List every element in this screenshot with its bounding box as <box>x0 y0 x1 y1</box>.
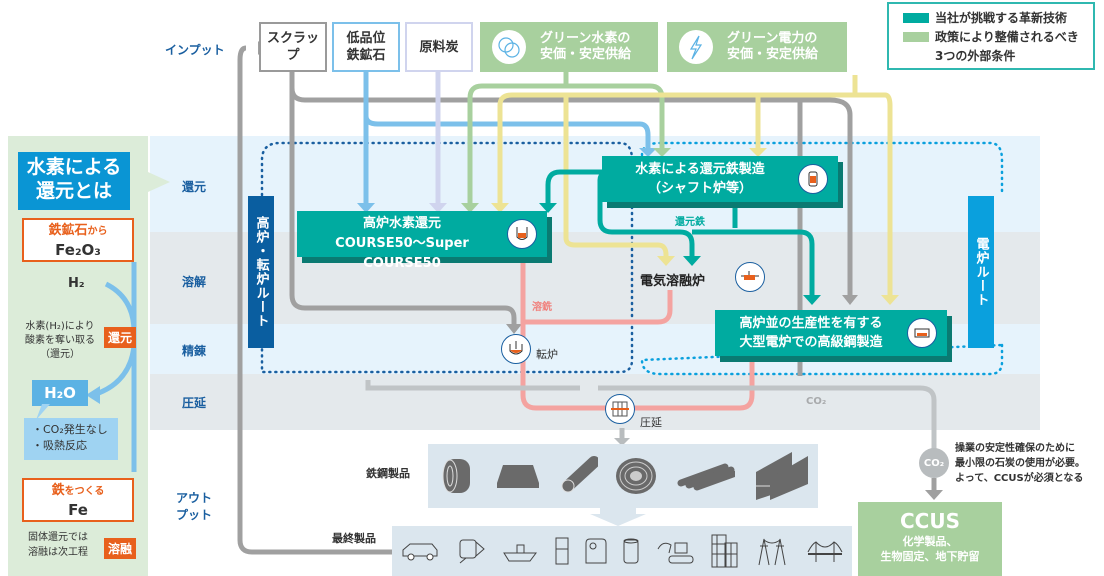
co2-stream-label: CO₂ <box>806 396 827 407</box>
wire-coil-icon <box>616 458 657 494</box>
row-label-melting: 溶解 <box>182 275 207 289</box>
h2o-notes: ・CO₂発生なし・吸熱反応 <box>24 418 118 460</box>
band-rolling <box>150 374 1040 430</box>
row-label-reduction: 還元 <box>182 180 207 194</box>
large-eaf-box: 高炉並の生産性を有する 大型電炉での高級鋼製造 <box>715 310 947 356</box>
h-beam-icon <box>755 452 808 500</box>
building-icon <box>711 534 738 568</box>
bf-converter-route-label: 高炉・転炉ルート <box>248 196 274 348</box>
ccus-note: 操業の安定性確保のために最小限の石炭の使用が必要。よって、CCUSが必須となる <box>955 443 1085 484</box>
h2-label: H₂ <box>68 276 85 291</box>
row-label-rolling: 圧延 <box>182 396 207 410</box>
legend: 当社が挑戦する革新技術 政策により整備されるべき 3つの外部条件 <box>887 2 1095 70</box>
legend-swatch-innovation <box>903 13 929 23</box>
rolling-mill-icon <box>605 394 635 424</box>
excavator-icon <box>657 542 694 564</box>
reduction-badge: 還元 <box>104 327 137 348</box>
legend-swatch-external <box>903 32 929 42</box>
legend-label-innovation: 当社が挑戦する革新技術 <box>935 11 1068 25</box>
input-green-power: グリーン電力の安価・安定供給 <box>667 22 847 72</box>
bars-icon <box>677 463 735 491</box>
reduction-description: 水素(H₂)により酸素を奪い取る（還元） <box>25 321 95 360</box>
bubble-tail <box>36 404 50 420</box>
lightning-icon <box>679 30 713 64</box>
shaft-furnace-icon <box>798 164 828 194</box>
electric-smelter-icon <box>735 262 765 292</box>
bf-hydrogen-reduction-box: 高炉水素還元 COURSE50〜Super COURSE50 <box>297 211 547 271</box>
power-tower-icon <box>758 538 786 566</box>
car-icon <box>402 543 438 561</box>
panel-title: 水素による還元とは <box>18 152 130 210</box>
steel-products-label: 鉄鋼製品 <box>366 467 410 480</box>
plate-icon <box>496 465 539 488</box>
co2-circle: CO₂ <box>919 448 949 478</box>
input-green-hydrogen: グリーン水素の安価・安定供給 <box>480 22 658 72</box>
washing-machine-icon <box>585 538 607 564</box>
final-products-panel <box>392 526 852 576</box>
eaf-icon <box>907 318 937 348</box>
melting-badge: 溶融 <box>104 538 137 559</box>
steel-products-panel <box>428 444 818 508</box>
blast-furnace-icon <box>507 219 537 249</box>
h2o-box: H₂O <box>32 380 88 406</box>
row-label-output: アウトプット <box>176 491 213 522</box>
rolling-label: 圧延 <box>640 416 662 429</box>
ccus-box: CCUS 化学製品、 生物固定、地下貯留 <box>858 502 1002 576</box>
iron-box: 鉄をつくる Fe <box>22 478 134 522</box>
refrigerator-icon <box>555 537 569 565</box>
pipe-icon <box>561 456 598 493</box>
reduction-flow-arrows <box>86 262 137 472</box>
eaf-route-label: 電炉ルート <box>968 196 994 348</box>
panel-pointer <box>148 172 170 192</box>
converter-label: 転炉 <box>536 348 558 361</box>
ship-icon <box>503 544 538 562</box>
input-low-grade-ore: 低品位鉄鉱石 <box>332 22 400 72</box>
input-coking-coal: 原料炭 <box>405 22 473 72</box>
converter-icon <box>501 334 531 364</box>
reduced-iron-label: 還元鉄 <box>675 217 705 228</box>
bf-route-outline <box>260 141 634 374</box>
molten-iron-label: 溶銑 <box>532 302 552 313</box>
coil-icon <box>442 459 471 493</box>
bridge-icon <box>807 541 843 562</box>
solid-reduction-note: 固体還元では溶融は次工程 <box>28 532 88 558</box>
legend-label-external-2: 3つの外部条件 <box>935 49 1016 63</box>
electric-smelter-label: 電気溶融炉 <box>640 274 706 289</box>
train-icon <box>459 539 486 564</box>
iron-ore-box: 鉄鉱石から Fe₂O₃ <box>22 218 134 262</box>
can-icon <box>623 538 639 564</box>
row-label-input: インプット <box>165 43 225 57</box>
steel-to-final-arrow <box>590 508 646 526</box>
scrap-recycle-line <box>237 45 400 555</box>
input-scrap: スクラップ <box>259 22 327 72</box>
hydrogen-icon <box>492 30 526 64</box>
row-label-refining: 精錬 <box>182 344 207 358</box>
final-products-label: 最終製品 <box>332 532 376 545</box>
legend-label-external: 政策により整備されるべき <box>935 30 1079 44</box>
hydrogen-dri-box: 水素による還元鉄製造 （シャフト炉等） <box>602 156 838 202</box>
